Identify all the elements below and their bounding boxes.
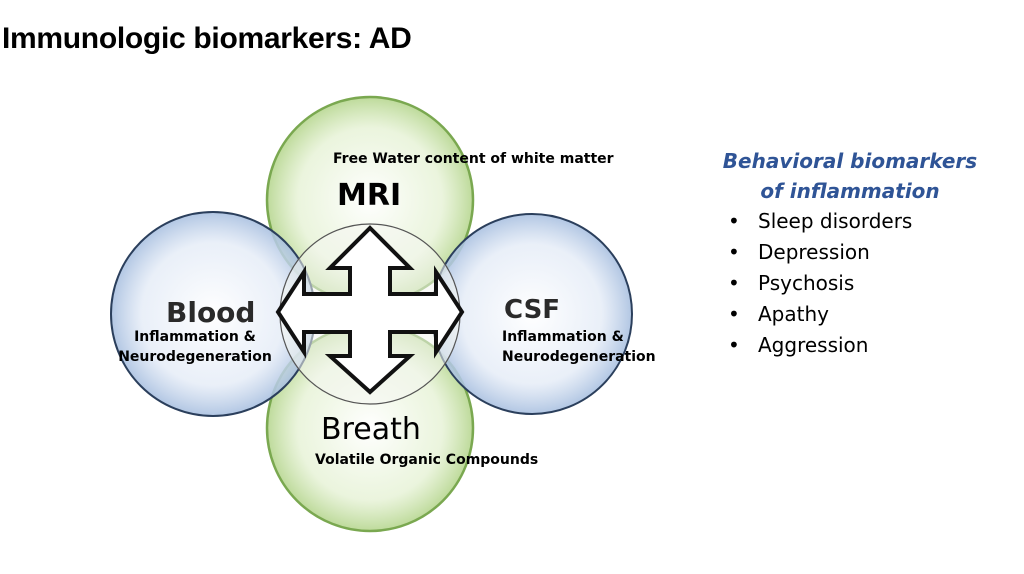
behavioral-heading: Behavioral biomarkers of inflammation [722,149,978,203]
breath-label: Breath [321,412,421,447]
four-way-arrow [275,225,465,395]
list-item: •Psychosis [728,271,855,295]
mri-label: MRI [337,178,402,213]
breath-detail: Volatile Organic Compounds [315,452,539,468]
blood-detail: Inflammation & Neurodegeneration [118,329,272,365]
list-item: •Depression [728,240,870,264]
slide-title: Immunologic biomarkers: AD [2,22,412,55]
csf-label: CSF [504,295,561,325]
list-item: •Sleep disorders [728,209,913,233]
blood-label: Blood [166,296,256,329]
list-item: •Apathy [728,302,829,326]
csf-detail: Inflammation & Neurodegeneration [502,329,656,365]
behavioral-list: •Sleep disorders •Depression •Psychosis … [728,206,912,361]
mri-detail: Free Water content of white matter [333,151,614,167]
list-item: •Aggression [728,333,869,357]
